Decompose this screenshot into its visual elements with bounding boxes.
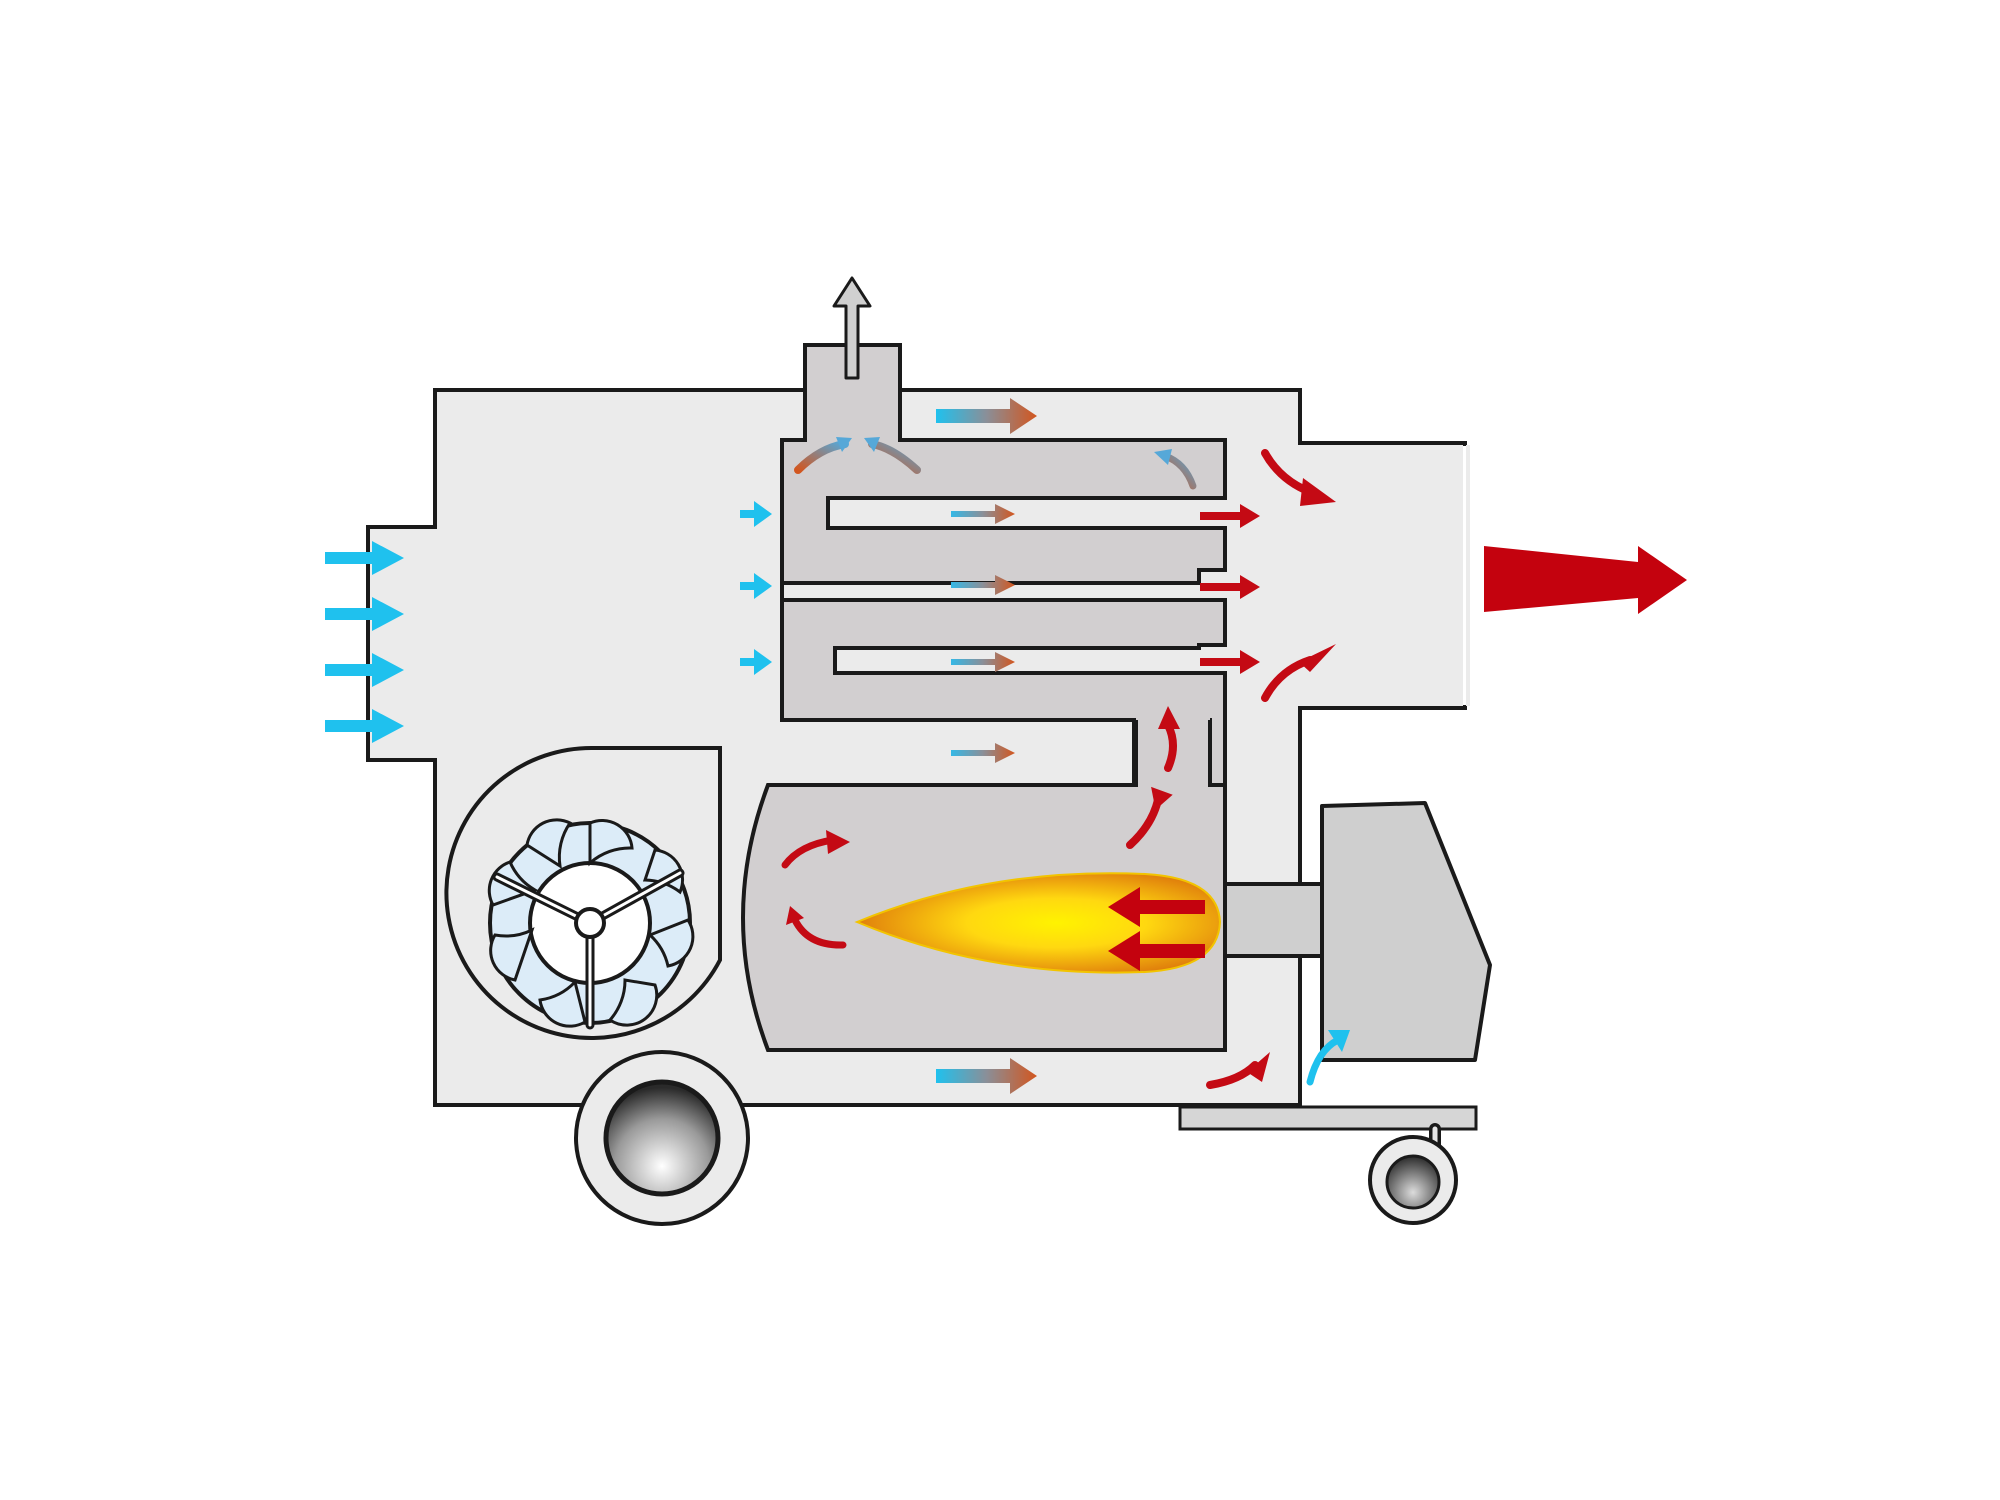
burner-nozzle <box>1223 882 1325 958</box>
hot-air-arrows <box>1200 504 1260 674</box>
intake-arrow <box>325 541 404 575</box>
caster-icon <box>1368 1135 1458 1225</box>
cold-intake-arrows <box>325 541 404 743</box>
outlet-duct-lines <box>1300 441 1465 710</box>
intake-arrow <box>325 653 404 687</box>
intake-arrow <box>325 709 404 743</box>
wheel-icon <box>574 1050 750 1226</box>
inner-cold-arrows <box>740 501 772 675</box>
flame-reverse-arrows <box>1108 887 1205 971</box>
chamber-swirl-arrowheads <box>786 830 850 925</box>
burner-icon <box>1320 801 1492 1062</box>
intake-arrow <box>325 597 404 631</box>
warming-arrows <box>936 398 1037 1094</box>
exhaust-flue-icon <box>832 276 872 380</box>
base-plate <box>1178 1105 1478 1131</box>
flue-recirculation-arrows <box>794 437 1197 490</box>
hot-air-curved-arrowheads <box>1151 478 1336 1082</box>
burner-air-intake-arrow <box>1306 1030 1350 1086</box>
outlet-face-cover <box>1466 445 1470 706</box>
fan-icon <box>487 818 695 1030</box>
hot-output-arrow <box>1484 546 1687 614</box>
